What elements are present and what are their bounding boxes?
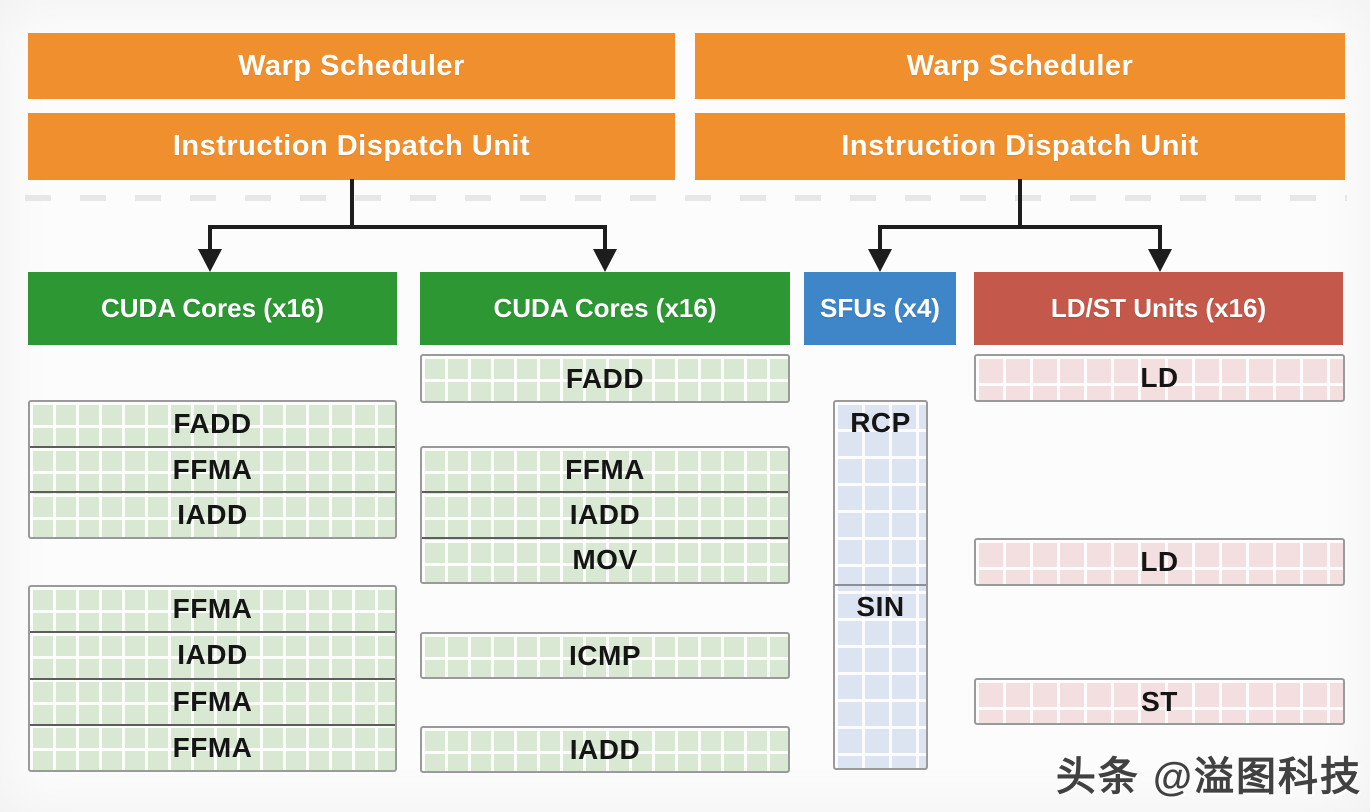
instruction-block: IADD <box>420 726 790 773</box>
instruction-block: FFMA IADD MOV <box>420 446 790 584</box>
instruction-cell: ST <box>1141 685 1178 717</box>
instruction-dispatch-unit-right: Instruction Dispatch Unit <box>695 113 1345 180</box>
instruction-block: ICMP <box>420 632 790 679</box>
instruction-block: LD <box>974 538 1345 586</box>
warp-scheduler-left: Warp Scheduler <box>28 33 675 99</box>
instruction-cell: IADD <box>30 491 395 537</box>
arrow-down-icon <box>868 249 892 272</box>
instruction-dispatch-unit-left: Instruction Dispatch Unit <box>28 113 675 180</box>
header-cuda-cores-2: CUDA Cores (x16) <box>420 272 790 345</box>
arrow-down-icon <box>1148 249 1172 272</box>
connector-branch-left <box>208 225 607 229</box>
connector-drop-4 <box>1158 225 1162 251</box>
connector-stem-right <box>1018 179 1022 229</box>
connector-stem-left <box>350 179 354 229</box>
instruction-cell: LD <box>1140 546 1179 577</box>
instruction-cell: FFMA <box>565 453 645 485</box>
instruction-cell: IADD <box>422 491 788 536</box>
header-sfus: SFUs (x4) <box>804 272 956 345</box>
header-ldst-units: LD/ST Units (x16) <box>974 272 1343 345</box>
header-cuda-cores-1: CUDA Cores (x16) <box>28 272 397 345</box>
warp-scheduler-right: Warp Scheduler <box>695 33 1345 99</box>
instruction-cell: FADD <box>565 362 645 394</box>
watermark-text: 头条 @溢图科技 <box>1055 755 1362 799</box>
instruction-block: LD <box>974 354 1345 402</box>
instruction-cell: FFMA <box>30 445 395 492</box>
instruction-cell: RCP <box>850 407 911 438</box>
instruction-cell: FFMA <box>30 723 395 770</box>
instruction-cell: ICMP <box>569 639 641 671</box>
instruction-block: ST <box>974 678 1345 725</box>
connector-drop-2 <box>603 225 607 251</box>
instruction-cell: LD <box>1140 362 1179 393</box>
instruction-block: RCP SIN <box>833 400 928 770</box>
connector-drop-3 <box>878 225 882 251</box>
arrow-down-icon <box>198 249 222 272</box>
faint-dashed-line <box>25 195 1347 201</box>
connector-drop-1 <box>208 225 212 251</box>
instruction-cell: IADD <box>30 631 395 677</box>
instruction-cell: SIN <box>835 584 926 768</box>
instruction-cell: FFMA <box>30 677 395 724</box>
instruction-block: FADD <box>420 354 790 403</box>
instruction-block: FFMA IADD FFMA FFMA <box>28 585 397 772</box>
instruction-cell: IADD <box>569 733 641 765</box>
instruction-cell: MOV <box>422 536 788 582</box>
arrow-down-icon <box>593 249 617 272</box>
instruction-block: FADD FFMA IADD <box>28 400 397 539</box>
instruction-cell: FADD <box>173 407 252 439</box>
instruction-cell: FFMA <box>172 593 253 625</box>
connector-branch-right <box>878 225 1162 229</box>
